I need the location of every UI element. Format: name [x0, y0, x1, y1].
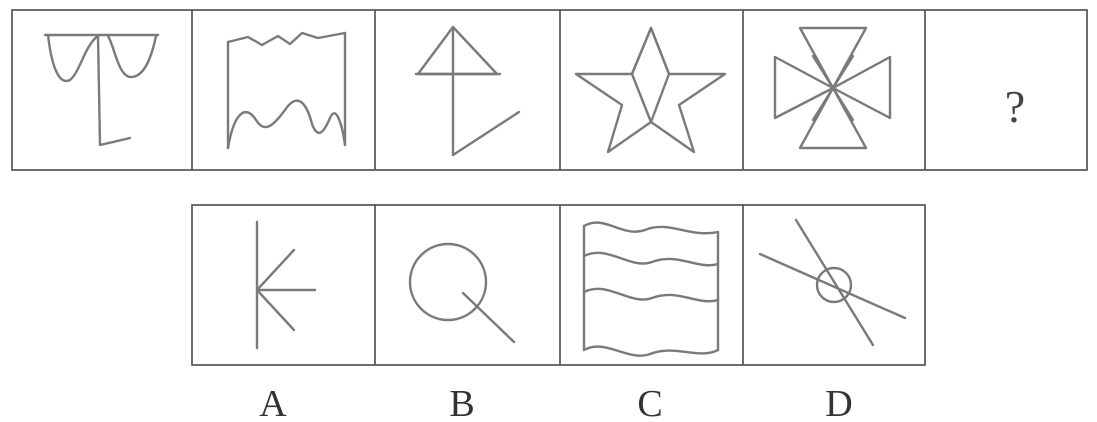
question-row: ? [12, 10, 1087, 170]
option-a-figure[interactable] [257, 222, 315, 348]
option-c-figure[interactable] [584, 223, 718, 356]
figure-4 [576, 28, 725, 152]
figure-5 [775, 28, 890, 148]
option-d-label: D [825, 383, 852, 422]
figure-1 [45, 35, 158, 145]
option-a-label: A [259, 383, 287, 422]
options-row-frame [192, 205, 925, 365]
options-row [192, 205, 925, 365]
option-c-label: C [637, 383, 662, 422]
figure-2 [228, 33, 345, 148]
option-d-figure[interactable] [760, 220, 905, 345]
option-b-figure[interactable] [410, 244, 514, 342]
option-b-label: B [449, 383, 474, 422]
question-mark: ? [1005, 81, 1025, 132]
figure-3 [416, 27, 519, 155]
